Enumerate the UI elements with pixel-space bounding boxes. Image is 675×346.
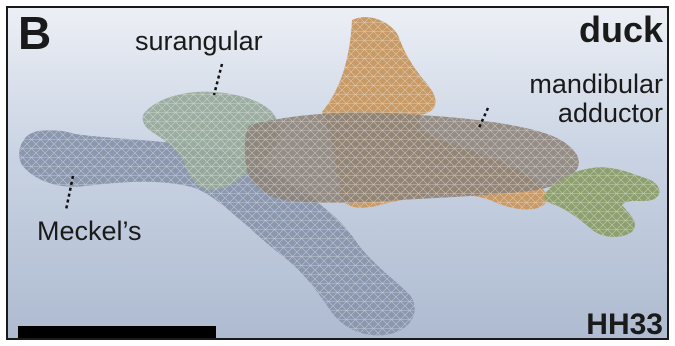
panel-letter: B <box>18 10 51 56</box>
mandibular-adductor-label-line1: mandibular <box>529 70 663 99</box>
scale-bar <box>18 326 216 338</box>
surangular-leader-line <box>214 64 222 95</box>
stage-label: HH33 <box>586 310 663 340</box>
species-label: duck <box>579 12 663 48</box>
mandibular-adductor-label-line2: adductor <box>529 99 663 128</box>
mandibular-adductor-label: mandibular adductor <box>529 70 663 128</box>
meckels-label: Meckel’s <box>37 218 142 245</box>
surangular-label: surangular <box>135 28 263 55</box>
